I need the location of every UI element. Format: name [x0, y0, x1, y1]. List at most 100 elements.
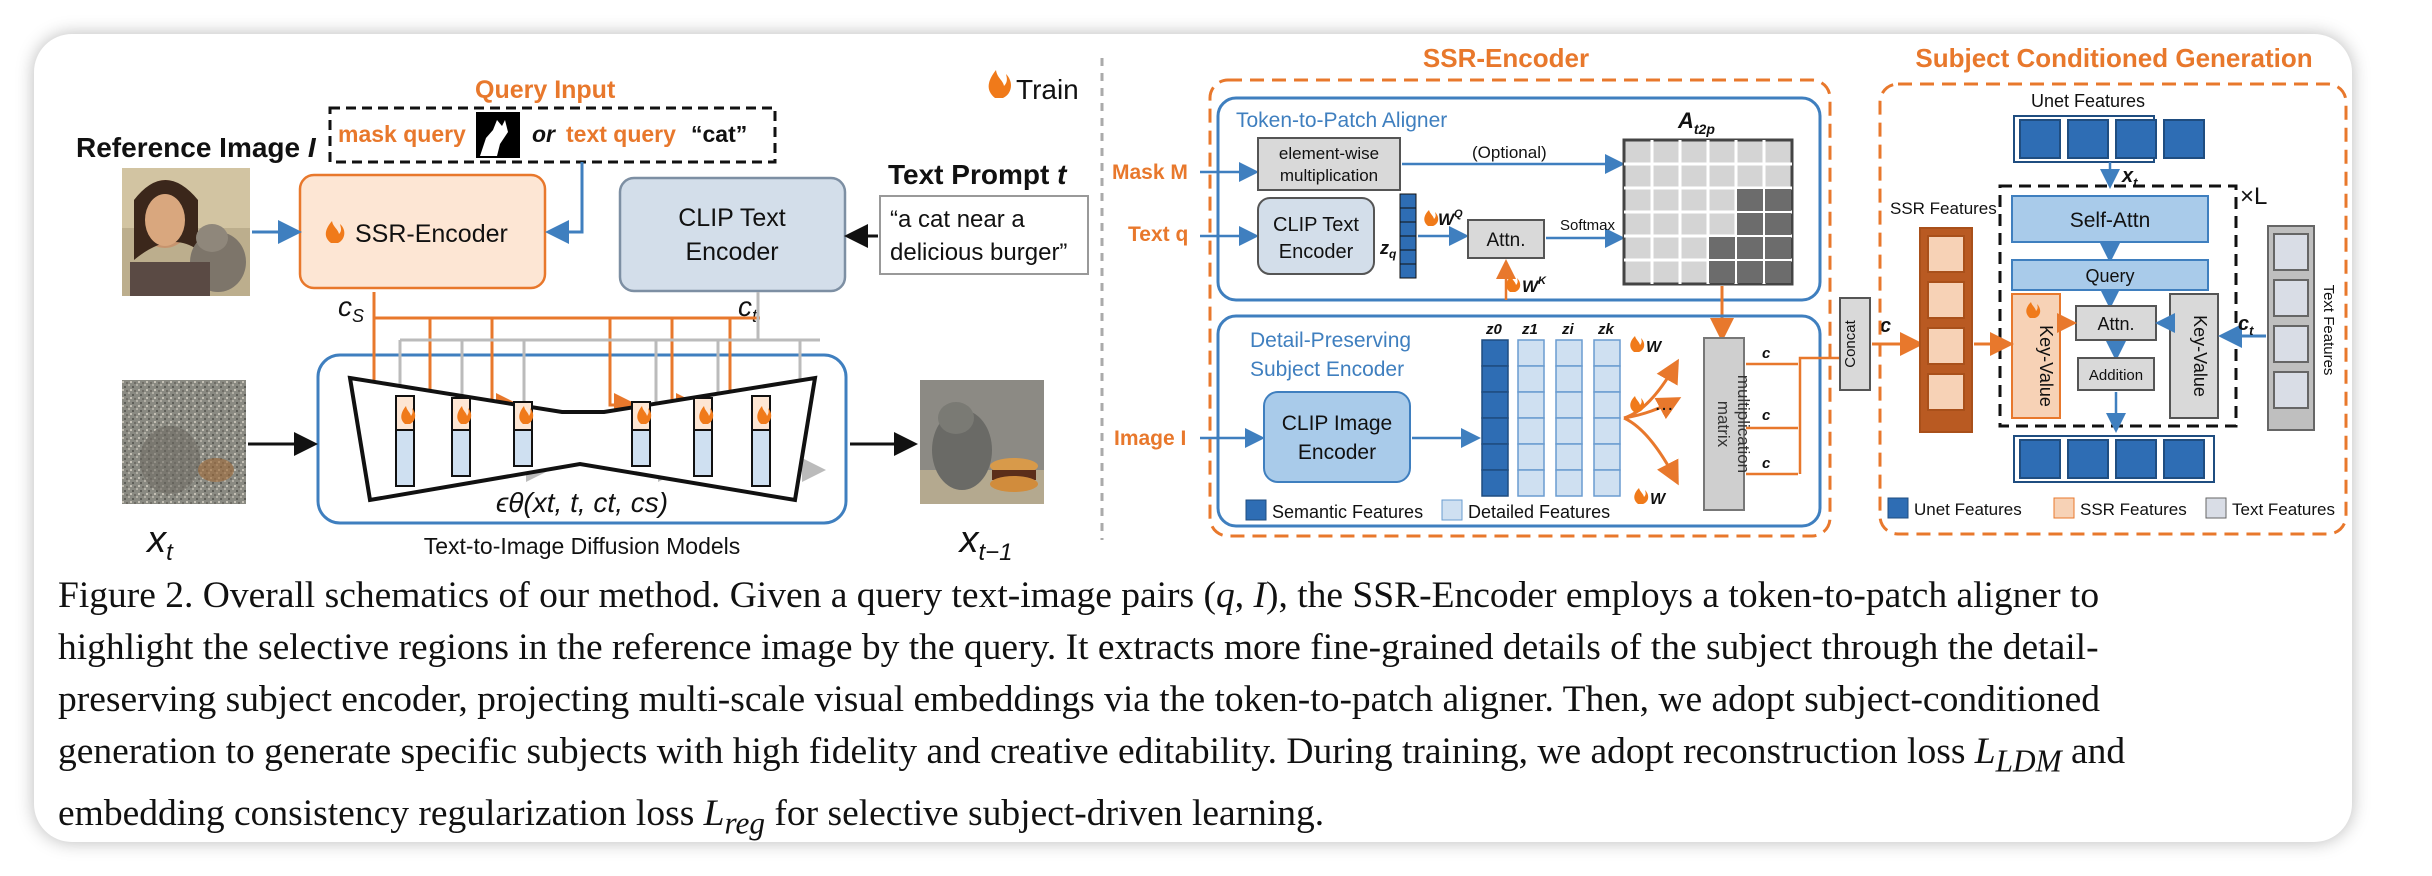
elementwise-line2: multiplication: [1280, 166, 1378, 185]
text-features-column: [2267, 225, 2315, 431]
ssr-encoder-title: SSR-Encoder: [1423, 43, 1589, 73]
caption-q: q: [1215, 575, 1235, 616]
matrix-line1: matrix: [1714, 401, 1733, 448]
gen-xt-label: xt: [2121, 165, 2138, 190]
wk-label: WK: [1522, 275, 1547, 296]
csi-label: c: [1762, 407, 1771, 424]
unet-features-top-label: Unet Features: [2031, 91, 2145, 111]
detail-title-line2: Subject Encoder: [1250, 358, 1404, 381]
zq-vector: [1399, 193, 1417, 279]
addition-label: Addition: [2089, 367, 2143, 384]
caption-ldm-sub: LDM: [1995, 743, 2062, 779]
train-label: Train: [1016, 74, 1079, 105]
query-input-title: Query Input: [475, 76, 616, 104]
at2p-label: At2p: [1677, 108, 1715, 137]
elementwise-line1: element-wise: [1279, 144, 1379, 163]
reference-image: [122, 168, 250, 296]
query-label: Query: [2085, 266, 2134, 286]
caption-line-3: preserving subject encoder, projecting m…: [58, 679, 2100, 720]
caption-reg-sub: reg: [724, 805, 766, 840]
detailed-legend-swatch: [1441, 499, 1463, 521]
self-attn-label: Self-Attn: [2070, 209, 2151, 232]
caption-line4-a: generation to generate specific subjects…: [58, 731, 1975, 772]
matrix-multiplication-box: [1703, 337, 1745, 511]
detailed-legend-label: Detailed Features: [1468, 502, 1610, 522]
caption-line-4: generation to generate specific subjects…: [58, 726, 2358, 788]
unet-features-top: [2013, 115, 2205, 163]
flame-icon: [1630, 396, 1645, 412]
softmax-label: Softmax: [1560, 217, 1616, 234]
xt-label: xt: [145, 519, 174, 560]
text-legend-label: Text Features: [2232, 500, 2335, 519]
ssr-encoder-panel: SSR-Encoder Token-to-Patch Aligner Mask …: [1112, 43, 1840, 538]
caption-line-2: highlight the selective regions in the r…: [58, 627, 2099, 668]
ssr-legend-swatch: [2053, 497, 2075, 519]
zk-label: zk: [1597, 321, 1615, 338]
text-key-value-box: [2169, 293, 2219, 419]
detail-preserving-encoder-box: [1216, 314, 1822, 528]
flame-icon: [2026, 302, 2041, 318]
token-to-patch-aligner-box: [1216, 96, 1822, 302]
caption-line1-a: Figure 2. Overall schematics of our meth…: [58, 575, 1216, 616]
query-input-box: [328, 106, 777, 164]
train-legend: Train: [988, 70, 1079, 105]
zq-label: zq: [1379, 238, 1397, 261]
left-panel: Train Query Input mask query or text que…: [76, 70, 1089, 560]
z0-label: z0: [1485, 321, 1503, 338]
caption-line-5: embedding consistency regularization los…: [58, 788, 2358, 850]
caption-I: I: [1253, 575, 1266, 616]
query-box: [2011, 259, 2209, 291]
clip-text-line1: CLIP Text: [678, 204, 786, 232]
ssr-encoder-dashed-box: [1208, 78, 1832, 538]
caption-line4-b: and: [2061, 731, 2126, 772]
ssr-features-label: SSR Features: [1890, 199, 1997, 218]
matrix-line2: multiplication: [1734, 375, 1753, 473]
wv0-label: W: [1646, 339, 1663, 356]
flame-icon: [325, 221, 345, 243]
text-query-label: text query: [566, 121, 676, 147]
mask-query-image: [476, 112, 520, 158]
prompt-line2: delicious burger”: [890, 239, 1067, 266]
noisy-image-xt: [122, 380, 246, 504]
ssr-encoder-label: SSR-Encoder: [355, 220, 508, 248]
times-l-label: ×L: [2240, 183, 2267, 210]
self-attn-box: [2011, 195, 2209, 243]
diffusion-label: Text-to-Image Diffusion Models: [424, 533, 741, 559]
caption-comma: ,: [1234, 575, 1254, 616]
gen-ct-label: ct: [2238, 313, 2254, 338]
optional-label: (Optional): [1472, 143, 1547, 162]
aligner-clip-text-line2: Encoder: [1279, 241, 1354, 263]
ssr-features-column: [1919, 227, 1973, 433]
projection-arrows: [1623, 358, 1682, 486]
clip-image-line1: CLIP Image: [1282, 412, 1393, 435]
unet-shape: [347, 375, 818, 503]
generation-title: Subject Conditioned Generation: [1915, 43, 2312, 73]
ssr-legend-label: SSR Features: [2080, 500, 2187, 519]
z1-label: z1: [1521, 321, 1538, 338]
feature-column-labels: z0 z1 zi zk: [1485, 321, 1615, 338]
cs-prime-label: c: [1880, 315, 1891, 337]
addition-box: [2077, 357, 2155, 391]
architecture-diagram: Train Query Input mask query or text que…: [76, 43, 2348, 560]
detailed-feature-columns: [1517, 339, 1621, 497]
clip-text-line2: Encoder: [685, 238, 778, 266]
text-key-value-label: Key-Value: [2190, 315, 2210, 397]
prompt-line1: “a cat near a: [890, 206, 1025, 233]
clip-image-line2: Encoder: [1298, 441, 1376, 464]
csk-label: c: [1762, 455, 1771, 472]
elementwise-box: [1257, 137, 1401, 191]
clip-text-encoder-box: [618, 176, 847, 293]
unet-legend-swatch: [1887, 497, 1909, 519]
epsilon-formula: ϵθ(xt, t, ct, cs): [496, 487, 668, 518]
text-input-label: Text q: [1128, 223, 1188, 246]
cat-word: “cat”: [691, 121, 747, 147]
cs-output-arrows: [1746, 356, 1840, 476]
caption-L-ldm: L: [1974, 731, 1996, 772]
concat-box: [1839, 297, 1871, 391]
semantic-legend-label: Semantic Features: [1272, 502, 1423, 522]
attention-map-grid: [1622, 138, 1794, 286]
flame-icon: [1424, 210, 1439, 226]
reference-image-label: Reference Image I: [76, 132, 317, 163]
subject-conditioned-generation-panel: Subject Conditioned Generation Unet Feat…: [1878, 43, 2348, 536]
ct-label: ct: [738, 291, 758, 326]
